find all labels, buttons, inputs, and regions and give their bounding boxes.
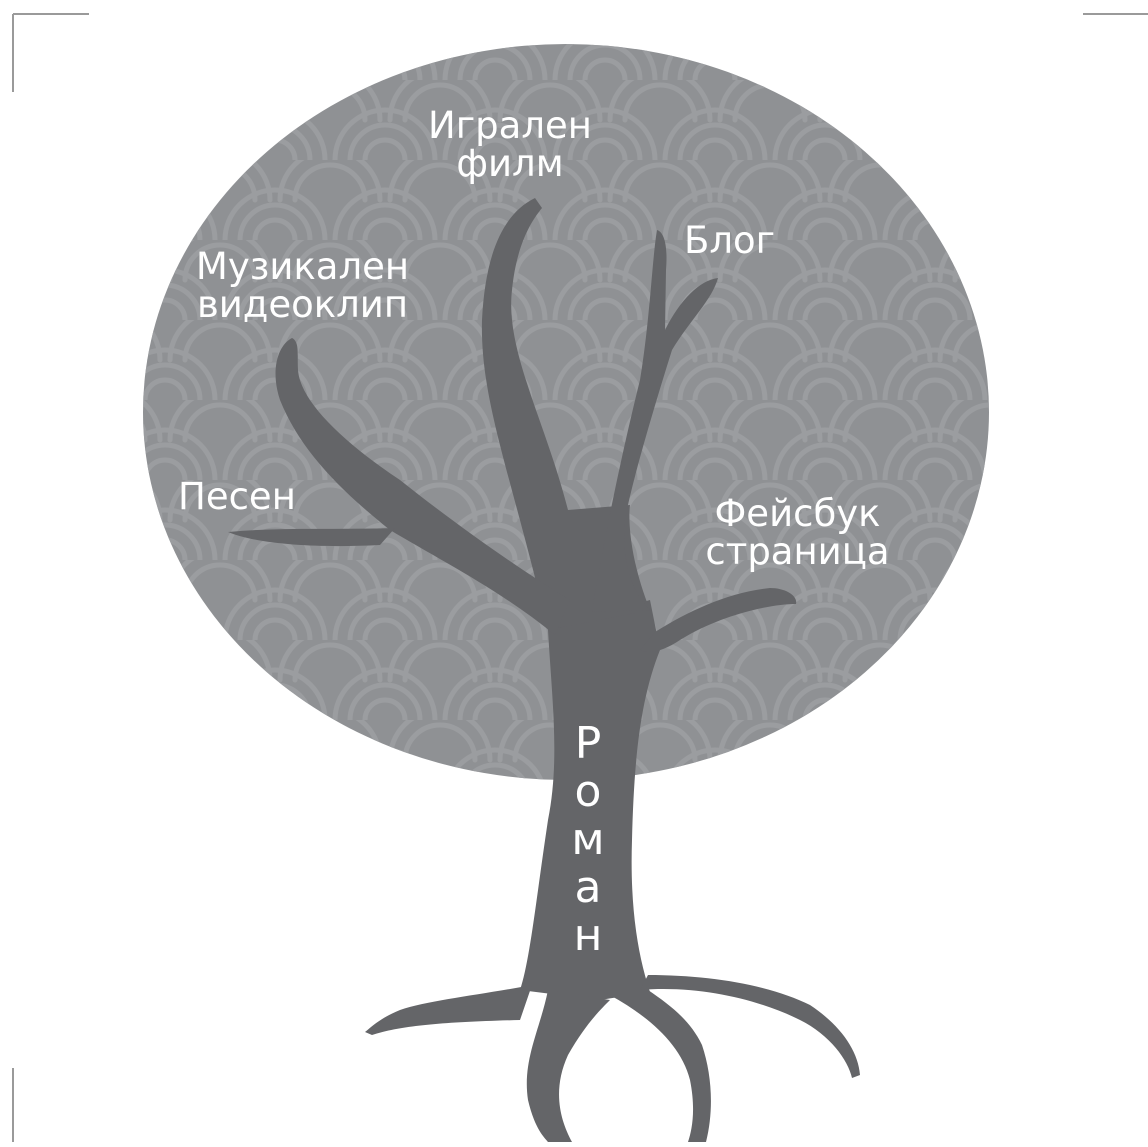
label-feature-film-line1: Игрален xyxy=(405,107,615,145)
label-music-video: Музикален видеоклип xyxy=(180,248,425,324)
trunk-letter-4: а xyxy=(563,866,613,910)
label-music-video-line2: видеоклип xyxy=(180,286,425,324)
label-music-video-line1: Музикален xyxy=(180,248,425,286)
label-song: Песен xyxy=(178,478,313,516)
trunk-letter-3: м xyxy=(563,818,613,862)
label-blog: Блог xyxy=(684,222,784,260)
label-song-line1: Песен xyxy=(178,478,313,516)
label-feature-film-line2: филм xyxy=(405,145,615,183)
trunk-label: Р о м а н xyxy=(563,722,613,972)
label-facebook-page-line1: Фейсбук xyxy=(690,495,905,533)
label-blog-line1: Блог xyxy=(684,222,784,260)
trunk-letter-2: о xyxy=(563,770,613,814)
label-facebook-page-line2: страница xyxy=(690,533,905,571)
trunk-letter-1: Р xyxy=(563,722,613,766)
label-facebook-page: Фейсбук страница xyxy=(690,495,905,571)
trunk-letter-5: н xyxy=(563,914,613,958)
label-feature-film: Игрален филм xyxy=(405,107,615,183)
